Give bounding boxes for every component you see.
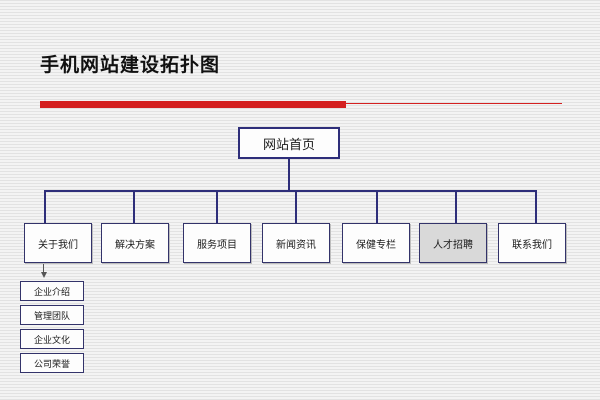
node-recruitment[interactable]: 人才招聘 <box>419 223 487 263</box>
connector-drop <box>376 191 378 223</box>
node-services[interactable]: 服务项目 <box>183 223 251 263</box>
node-management-team[interactable]: 管理团队 <box>20 305 84 325</box>
connector-drop <box>133 191 135 223</box>
title-underline-bar <box>40 101 346 108</box>
connector-drop <box>455 191 457 223</box>
node-company-honors[interactable]: 公司荣誉 <box>20 353 84 373</box>
connector-drop <box>295 191 297 223</box>
connector-drop <box>44 191 46 223</box>
title-underline-thin <box>346 103 562 104</box>
node-company-culture[interactable]: 企业文化 <box>20 329 84 349</box>
node-homepage[interactable]: 网站首页 <box>238 127 340 159</box>
arrow-down-icon <box>41 272 47 278</box>
connector-drop <box>535 191 537 223</box>
page-title: 手机网站建设拓扑图 <box>40 54 221 76</box>
node-health-column[interactable]: 保健专栏 <box>342 223 410 263</box>
node-about-us[interactable]: 关于我们 <box>24 223 92 263</box>
connector-drop <box>216 191 218 223</box>
node-news[interactable]: 新闻资讯 <box>262 223 330 263</box>
node-contact-us[interactable]: 联系我们 <box>498 223 566 263</box>
node-company-intro[interactable]: 企业介绍 <box>20 281 84 301</box>
connector-horizontal <box>44 190 537 192</box>
connector-root-down <box>288 159 290 191</box>
arrow-shaft <box>43 263 44 273</box>
node-solutions[interactable]: 解决方案 <box>101 223 169 263</box>
